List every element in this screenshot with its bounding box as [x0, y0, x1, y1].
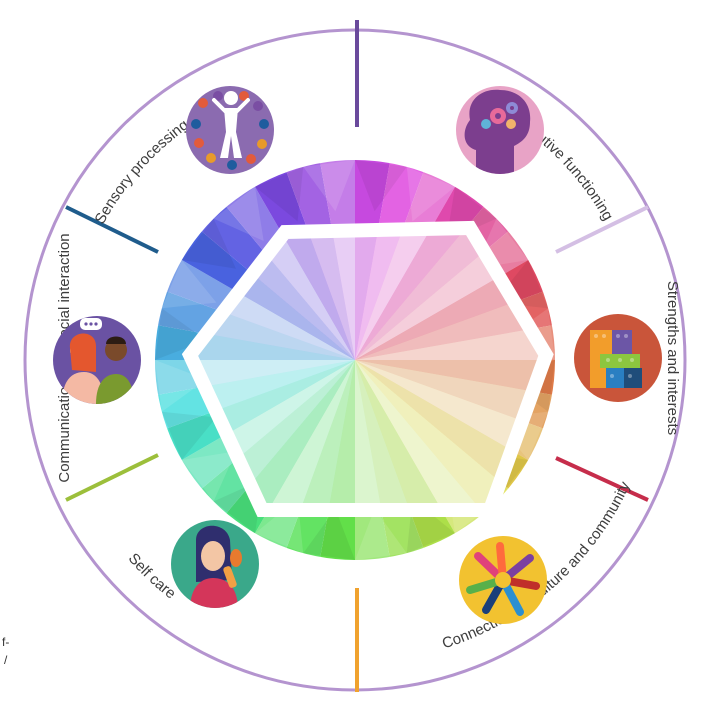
wheel-facet — [303, 508, 355, 560]
wheel-facet — [213, 186, 264, 241]
hex-sector — [223, 228, 355, 360]
wheel-facet — [355, 160, 407, 212]
hex-sector — [355, 360, 533, 492]
divider-upper-right — [555, 205, 649, 254]
divider-lower-left — [65, 453, 159, 502]
edge-fragment-line2: / — [4, 653, 8, 667]
wheel-facet — [155, 360, 207, 412]
wheel-facet — [181, 451, 236, 502]
hex-sector — [355, 289, 546, 360]
wheel-facet — [155, 308, 207, 360]
hex-sector — [355, 228, 458, 360]
hex-sector — [355, 228, 426, 360]
hex-sector — [355, 360, 546, 431]
wheel-facet — [161, 260, 217, 309]
building-blocks-icon — [574, 314, 662, 402]
hex-sector — [355, 360, 487, 510]
hex-sector — [355, 228, 487, 360]
hair-brushing-icon — [171, 520, 259, 608]
divider-lower-right — [555, 456, 649, 502]
wheel-facet — [406, 166, 455, 222]
hex-sector — [355, 360, 546, 396]
hex-sector — [355, 228, 391, 360]
hexagon — [181, 220, 554, 517]
hands-circle-icon — [459, 536, 547, 624]
hex-sector — [355, 360, 512, 510]
wheel-facet — [181, 218, 236, 269]
hex-sector — [355, 324, 546, 360]
wheel-facet — [255, 166, 304, 222]
wheel-facet — [355, 508, 407, 560]
hex-sector — [284, 228, 355, 360]
conversation-icon — [53, 316, 141, 404]
hex-sector — [355, 360, 426, 510]
meditation-icon — [186, 86, 274, 174]
hex-sector — [355, 360, 391, 510]
edge-fragment-line1: f- — [2, 635, 9, 649]
hex-sector — [284, 360, 355, 510]
divider-spokes — [65, 20, 649, 692]
label-strengths-interests: Strengths and interests — [664, 281, 681, 435]
hex-sector — [319, 228, 355, 360]
hex-sector — [319, 360, 355, 510]
brain-gears-icon — [456, 86, 544, 174]
hex-sector — [355, 360, 546, 463]
divider-upper-left — [65, 205, 159, 254]
hex-sector — [252, 228, 355, 360]
wheel-facet — [303, 160, 355, 212]
wheel-facet — [161, 411, 217, 460]
hexagon-outline — [181, 220, 554, 517]
